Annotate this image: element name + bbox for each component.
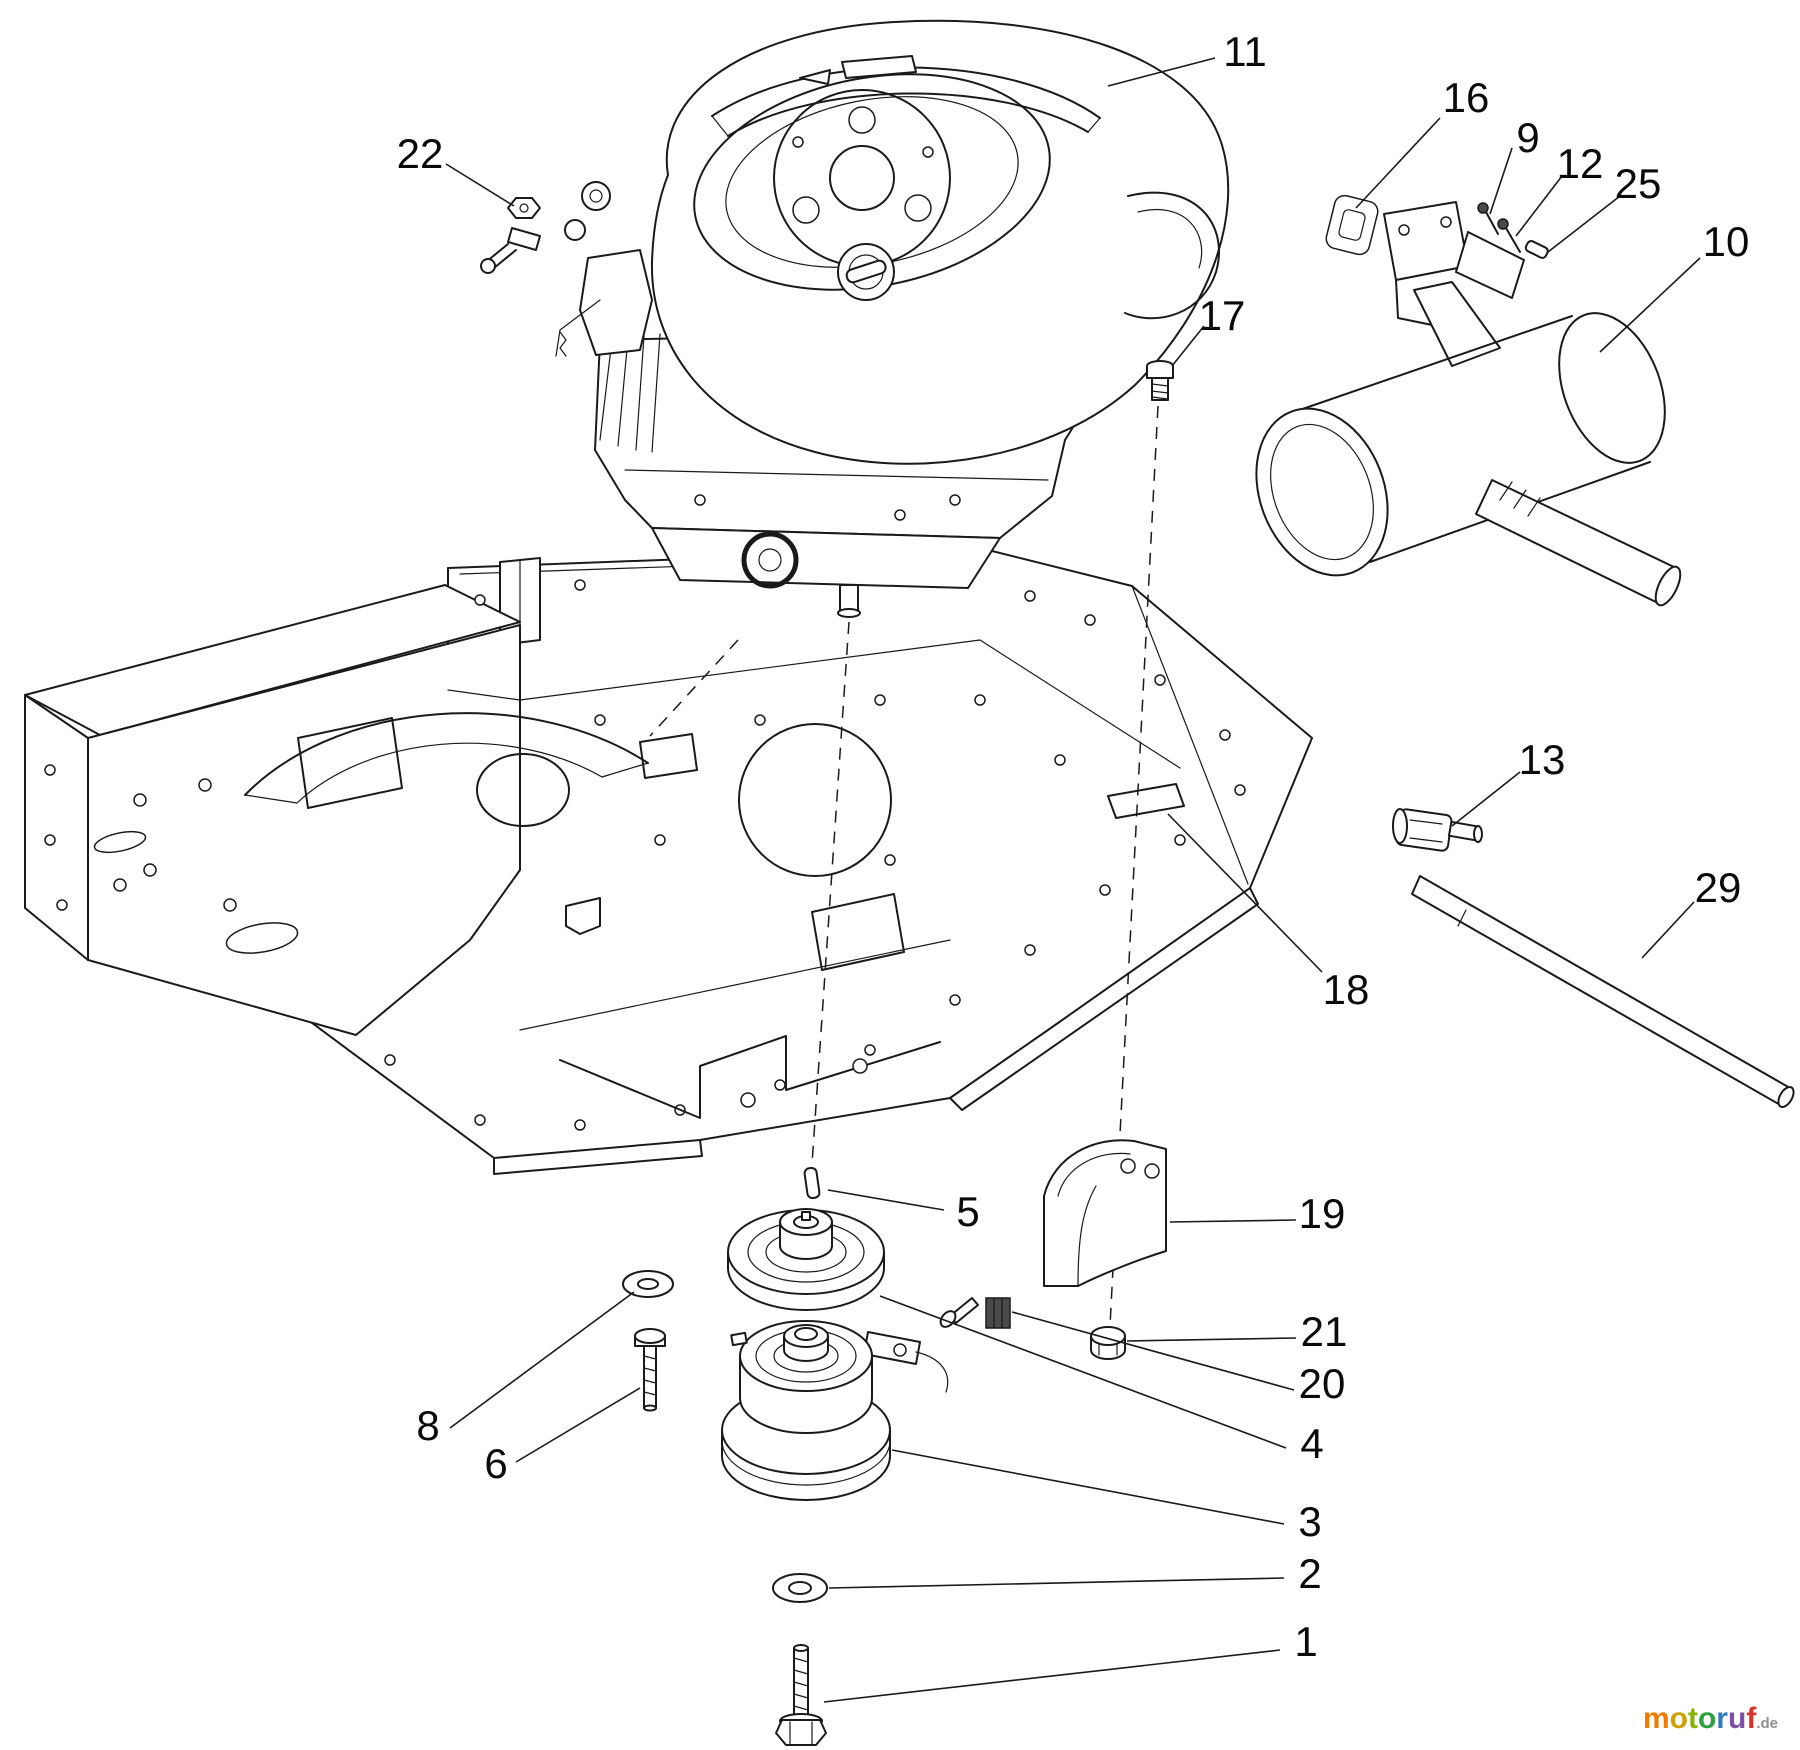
flange-nut-21 [1090,1326,1126,1360]
bolt-6 [634,1328,666,1412]
fuel-valve-13 [1392,808,1483,852]
callout-1: 1 [1294,1618,1317,1665]
callout-22: 22 [397,130,444,177]
callout-13: 13 [1519,736,1566,783]
watermark-letter: u [1727,1702,1747,1735]
motoruf-watermark: motoruf.de [1643,1702,1778,1736]
callout-8: 8 [416,1402,439,1449]
electric-clutch-3 [721,1320,949,1501]
callout-16: 16 [1443,74,1490,121]
callout-21: 21 [1301,1308,1348,1355]
watermark-letter: t [1687,1702,1698,1735]
blower-housing [650,19,1230,465]
watermark-letter: m [1642,1702,1670,1735]
frame-assembly [24,547,1313,1175]
callout-labels: 11 22 16 9 12 25 10 17 13 29 18 19 5 21 … [397,28,1750,1665]
fuel-line-loop [1124,191,1220,320]
hardware-20 [939,1297,1011,1329]
callout-3: 3 [1298,1498,1321,1545]
engine-pulley-4 [727,1208,885,1311]
bolt-12 [1497,218,1509,230]
washer-2 [772,1573,828,1603]
oil-filter [741,531,799,589]
exhaust-gasket-16 [1325,194,1379,256]
bolt-1 [775,1644,827,1746]
square-key-5 [803,1166,821,1200]
callout-9: 9 [1516,114,1539,161]
watermark-suffix: .de [1756,1715,1778,1732]
watermark-letter: r [1716,1702,1728,1735]
callout-17: 17 [1199,292,1246,339]
mounting-bolt-17 [1146,360,1174,401]
callout-4: 4 [1300,1420,1323,1467]
engine-assembly [555,19,1230,618]
muffler-assembly [1255,194,1682,607]
callout-12: 12 [1557,140,1604,187]
watermark-letter: o [1697,1702,1717,1735]
callout-5: 5 [956,1188,979,1235]
callout-18: 18 [1323,966,1370,1013]
clutch-stop-bracket-19 [1043,1139,1167,1287]
muffler-body-10 [1255,407,1389,577]
callout-6: 6 [484,1440,507,1487]
washer-8 [622,1270,674,1298]
callout-19: 19 [1299,1190,1346,1237]
spacer-25 [1524,240,1549,259]
fitting-22 [480,197,541,274]
decal-plate-18 [1107,783,1185,819]
callout-29: 29 [1695,864,1742,911]
fuel-line-29 [1411,875,1795,1108]
bolt-9 [1477,202,1489,214]
watermark-letter: o [1669,1702,1688,1735]
leader-lines [445,57,1701,1703]
callout-11: 11 [1223,28,1267,75]
callout-10: 10 [1703,218,1750,265]
watermark-letter: f [1746,1702,1757,1735]
callout-25: 25 [1615,160,1662,207]
callout-2: 2 [1298,1550,1321,1597]
callout-20: 20 [1299,1360,1346,1407]
carburetor [579,249,653,356]
